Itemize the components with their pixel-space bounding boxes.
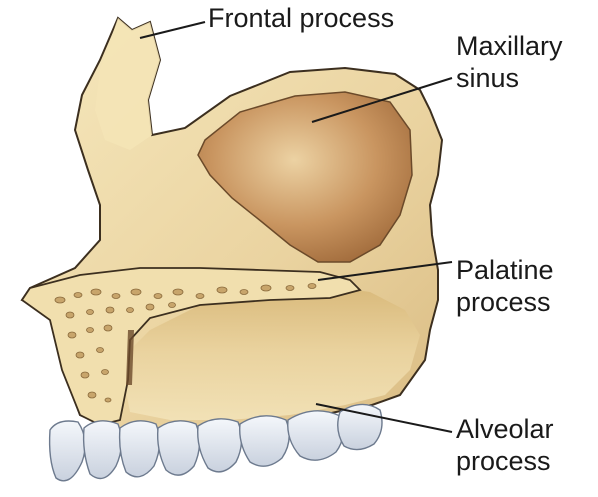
tooth — [84, 421, 122, 479]
frontal-process-shape — [95, 18, 160, 150]
maxillary-sinus-line2: sinus — [456, 62, 563, 94]
tooth — [158, 421, 200, 475]
tooth — [198, 419, 242, 472]
palatine-process-label: Palatine process — [456, 254, 554, 318]
frontal-process-text: Frontal process — [208, 2, 394, 34]
tooth — [288, 411, 343, 460]
frontal-process-label: Frontal process — [208, 2, 394, 34]
alveolar-process-line2: process — [456, 445, 554, 477]
alveolar-process-line1: Alveolar — [456, 413, 554, 445]
tooth — [120, 421, 160, 477]
tooth — [50, 421, 86, 481]
alveolar-process-label: Alveolar process — [456, 413, 554, 477]
tooth — [240, 416, 289, 466]
palatine-process-line2: process — [456, 286, 554, 318]
tooth — [338, 404, 382, 449]
maxillary-sinus-label: Maxillary sinus — [456, 30, 563, 94]
palatine-process-line1: Palatine — [456, 254, 554, 286]
maxillary-sinus-line1: Maxillary — [456, 30, 563, 62]
